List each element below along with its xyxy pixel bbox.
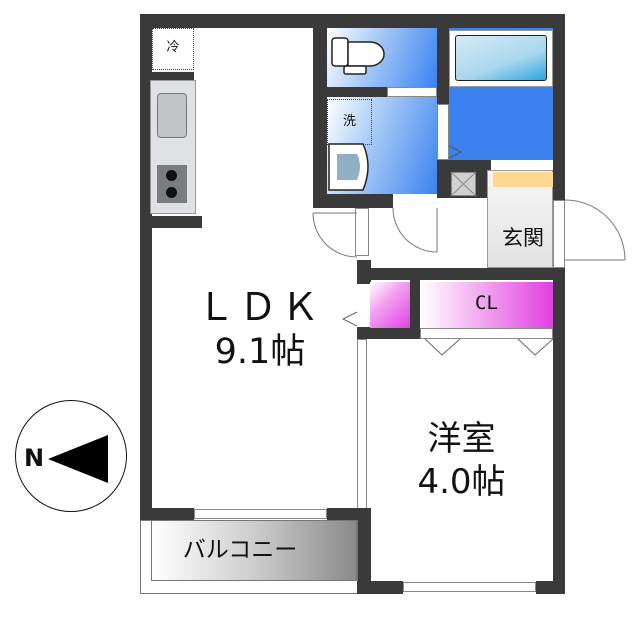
balcony-label: バルコニー: [182, 537, 298, 563]
toilet-sliding-door[interactable]: [387, 87, 437, 97]
small-closet: [370, 282, 410, 328]
western-room-size: 4.0帖: [417, 462, 506, 502]
wall-toilet-wash: [327, 87, 387, 97]
bathtub-basin: [455, 35, 547, 81]
wall-right-lower: [553, 268, 565, 594]
wall-fridge-bottom: [152, 72, 194, 80]
wall-western-bottom-right: [536, 581, 565, 594]
wall-closet-divider: [410, 280, 420, 330]
burner-icon: [166, 187, 177, 198]
wall-western-bottom-left: [357, 581, 403, 594]
bathroom-door[interactable]: [437, 104, 449, 160]
toilet-icon: [331, 37, 385, 75]
refrigerator-space: [152, 28, 194, 70]
wall-wet-bottom: [313, 194, 393, 208]
wall-ldk-bottom-left: [140, 508, 194, 520]
closet-label: CL: [475, 292, 498, 314]
wall-center: [437, 14, 449, 104]
sink-icon: [157, 93, 187, 138]
wall-closet-top: [357, 268, 553, 280]
western-room-label: 洋室: [427, 419, 496, 459]
compass-north-label: N: [23, 444, 45, 472]
entrance-label: 玄関: [502, 226, 544, 250]
wall-right-upper: [553, 14, 565, 204]
wall-top: [140, 14, 565, 28]
wall-closet-bottom: [357, 327, 423, 339]
closet-door-track[interactable]: [420, 328, 553, 339]
hall-door-frame: [355, 208, 369, 256]
ldk-size: 9.1帖: [214, 332, 306, 372]
western-room-window[interactable]: [403, 582, 536, 592]
shoe-box: [493, 172, 553, 187]
closet-door-arrows: [424, 338, 554, 356]
ldk-door-swing[interactable]: [312, 212, 358, 258]
wall-partition-low: [357, 508, 371, 594]
door-arrow-icon: [448, 145, 463, 159]
washbasin-icon: [328, 143, 369, 191]
burner-icon: [166, 170, 177, 181]
entry-door-frame: [553, 200, 565, 268]
balcony: [151, 520, 357, 581]
closet: [420, 282, 553, 328]
small-closet-door-arrow: [341, 311, 358, 327]
wall-ldk-bottom-right: [327, 508, 371, 520]
pipe-space-x-icon: [450, 171, 477, 197]
north-arrow-icon: [48, 435, 108, 483]
wall-left: [140, 14, 152, 520]
refrigerator-label: 冷: [166, 40, 180, 55]
wall-toilet-left: [313, 14, 327, 208]
washer-label: 洗: [342, 114, 356, 129]
ldk-label: ＬＤＫ: [196, 285, 323, 329]
washroom-door-swing[interactable]: [392, 207, 438, 253]
entry-door[interactable]: [564, 199, 627, 268]
ldk-window[interactable]: [194, 509, 327, 519]
wall-kitchen-bottom: [150, 216, 202, 228]
